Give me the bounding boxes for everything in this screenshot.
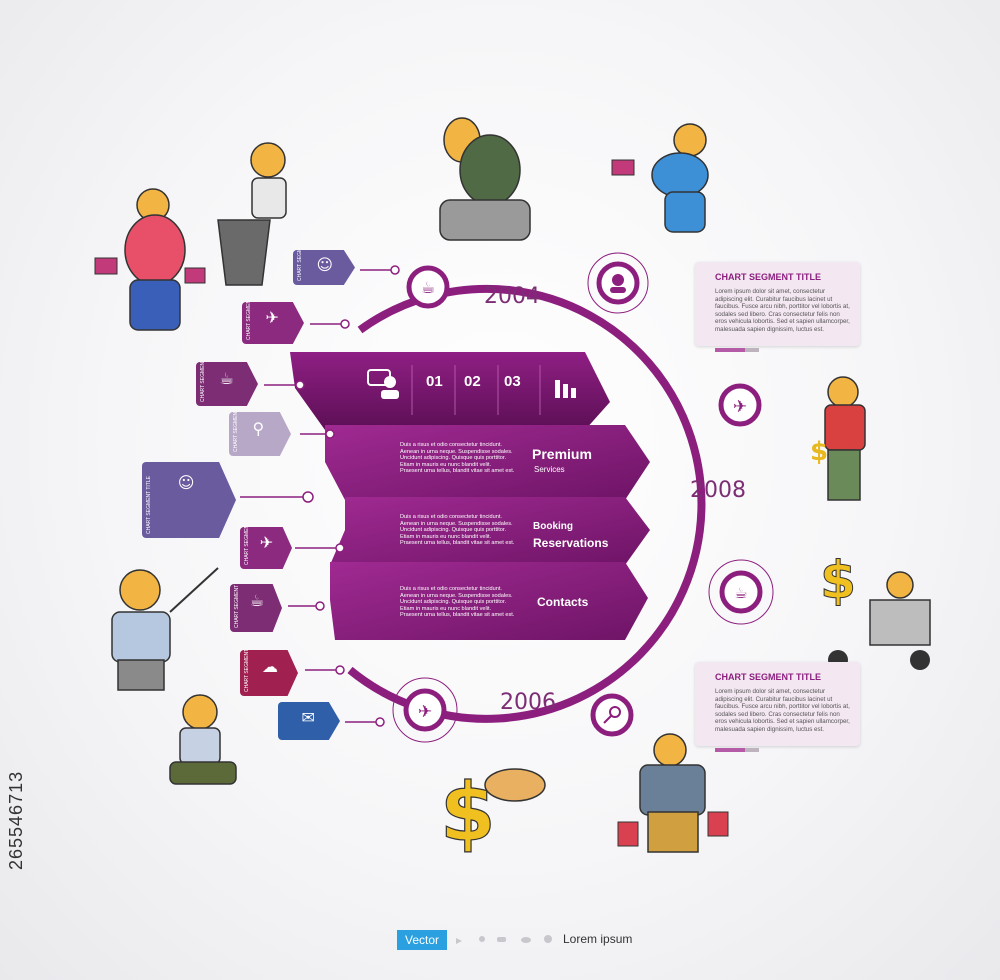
ribbon-number-3[interactable]: 03 — [504, 373, 521, 390]
chat-icon: ☁ — [262, 656, 279, 676]
footer-icons — [456, 935, 552, 944]
coffee-icon: ☕ — [249, 591, 265, 611]
vector-badge: Vector — [397, 930, 448, 950]
ribbon-number-2[interactable]: 02 — [464, 373, 481, 390]
ring-node-coffee-top[interactable]: ☕ — [406, 265, 450, 309]
chef-icon: ☺ — [177, 473, 195, 493]
ring-node-coffee-right[interactable]: ☕ — [708, 559, 774, 625]
svg-text:$: $ — [810, 437, 828, 467]
svg-text:✈: ✈ — [733, 397, 747, 417]
bar-chart-icon — [555, 380, 576, 398]
year-label-right: 2008 — [690, 478, 746, 503]
chart-segment-panel-top: CHART SEGMENT TITLE Lorem ipsum dolor si… — [695, 262, 860, 352]
side-tag[interactable]: ☁CHART SEGMENT TITLE — [240, 650, 298, 696]
ring-node-magnifier[interactable] — [590, 693, 634, 737]
cartoon-old-man-running — [611, 123, 709, 233]
cartoon-tired-walker — [169, 694, 237, 785]
footer-caption: Lorem ipsum — [563, 932, 633, 946]
mail-icon: ✉ — [301, 707, 315, 727]
ribbon-row-3-title: Contacts — [537, 595, 589, 609]
ribbon-row-1-title: Premium — [532, 446, 592, 462]
year-label-bottom: 2006 — [500, 690, 556, 715]
ribbon-row-1-body: Duis a risus et odio consectetur tincidu… — [400, 442, 515, 475]
cartoon-forklift-dollar: $ — [820, 551, 931, 670]
tag-connectors — [240, 269, 395, 723]
side-tag[interactable]: ☺CHART SEGMENT TITLE — [293, 250, 355, 285]
side-code: 265546713 — [6, 770, 26, 870]
side-tag[interactable]: ⚲CHART SEGMENT TITLE — [229, 412, 291, 456]
ribbon-row-2-subtitle: Reservations — [533, 536, 609, 550]
airplane-icon: ✈ — [259, 533, 274, 553]
ribbon-row-premium[interactable] — [325, 425, 650, 500]
ribbon-row-contacts[interactable] — [330, 562, 648, 640]
side-tag[interactable]: ✉ — [278, 702, 340, 740]
ribbon-number-1[interactable]: 01 — [426, 373, 443, 390]
panel-body: Lorem ipsum dolor sit amet, consectetur … — [715, 288, 850, 333]
panel-title: CHART SEGMENT TITLE — [715, 272, 821, 282]
panel-title: CHART SEGMENT TITLE — [715, 672, 821, 682]
side-tag[interactable]: ☺ CHART SEGMENT TITLE — [142, 462, 236, 538]
chat-person-icon — [367, 369, 399, 399]
ring-node-airplane-bottom[interactable]: ✈ — [392, 677, 458, 743]
side-tag[interactable]: ☕CHART SEGMENT TITLE — [230, 584, 282, 632]
magnifier-icon: ⚲ — [252, 418, 265, 438]
year-label-top: 2004 — [484, 284, 540, 309]
ribbon-row-3-body: Duis a risus et odio consectetur tincidu… — [400, 586, 515, 619]
panel-body: Lorem ipsum dolor sit amet, consectetur … — [715, 688, 850, 733]
tag-plus-nodes[interactable] — [295, 265, 400, 727]
ribbon-row-booking[interactable] — [330, 497, 650, 565]
coffee-icon: ☕ — [219, 368, 234, 388]
tag-label: CHART SEGMENT TITLE — [146, 476, 152, 534]
svg-text:☕: ☕ — [734, 584, 747, 602]
chart-segment-panel-bottom: CHART SEGMENT TITLE Lorem ipsum dolor si… — [695, 662, 860, 752]
side-tag[interactable]: ✈CHART SEGMENT TITLE — [242, 302, 304, 344]
ribbon-header — [290, 352, 610, 430]
side-tag[interactable]: ✈CHART SEGMENT TITLE — [240, 527, 292, 569]
timeline-ring — [347, 284, 706, 723]
svg-text:✈: ✈ — [418, 702, 432, 722]
cartoon-teacher-pointer — [111, 567, 219, 691]
ribbon-row-1-subtitle: Services — [534, 465, 565, 474]
cartoon-businessman-green-coat — [439, 117, 531, 241]
side-tag[interactable]: ☕CHART SEGMENT TITLE — [196, 362, 258, 406]
cartoon-sleeping-on-dollar: $ — [439, 765, 546, 860]
airplane-icon: ✈ — [265, 308, 279, 328]
cartoon-man-with-dollar: $ — [810, 376, 866, 501]
cartoon-man-with-briefcases — [617, 733, 729, 853]
ribbon-row-2-body: Duis a risus et odio consectetur tincidu… — [400, 514, 515, 547]
chef-icon: ☺ — [316, 255, 333, 275]
ribbon-row-2-title: Booking — [533, 521, 573, 532]
panel-progress — [715, 738, 850, 757]
ring-node-chef[interactable] — [587, 252, 649, 314]
panel-progress — [715, 338, 850, 357]
ring-node-airplane-right[interactable]: ✈ — [718, 383, 762, 427]
cartoon-speaker-podium — [217, 142, 287, 286]
svg-text:☕: ☕ — [421, 278, 435, 297]
svg-text:$: $ — [820, 551, 856, 611]
cartoon-businessman-red-shirt — [94, 188, 206, 331]
